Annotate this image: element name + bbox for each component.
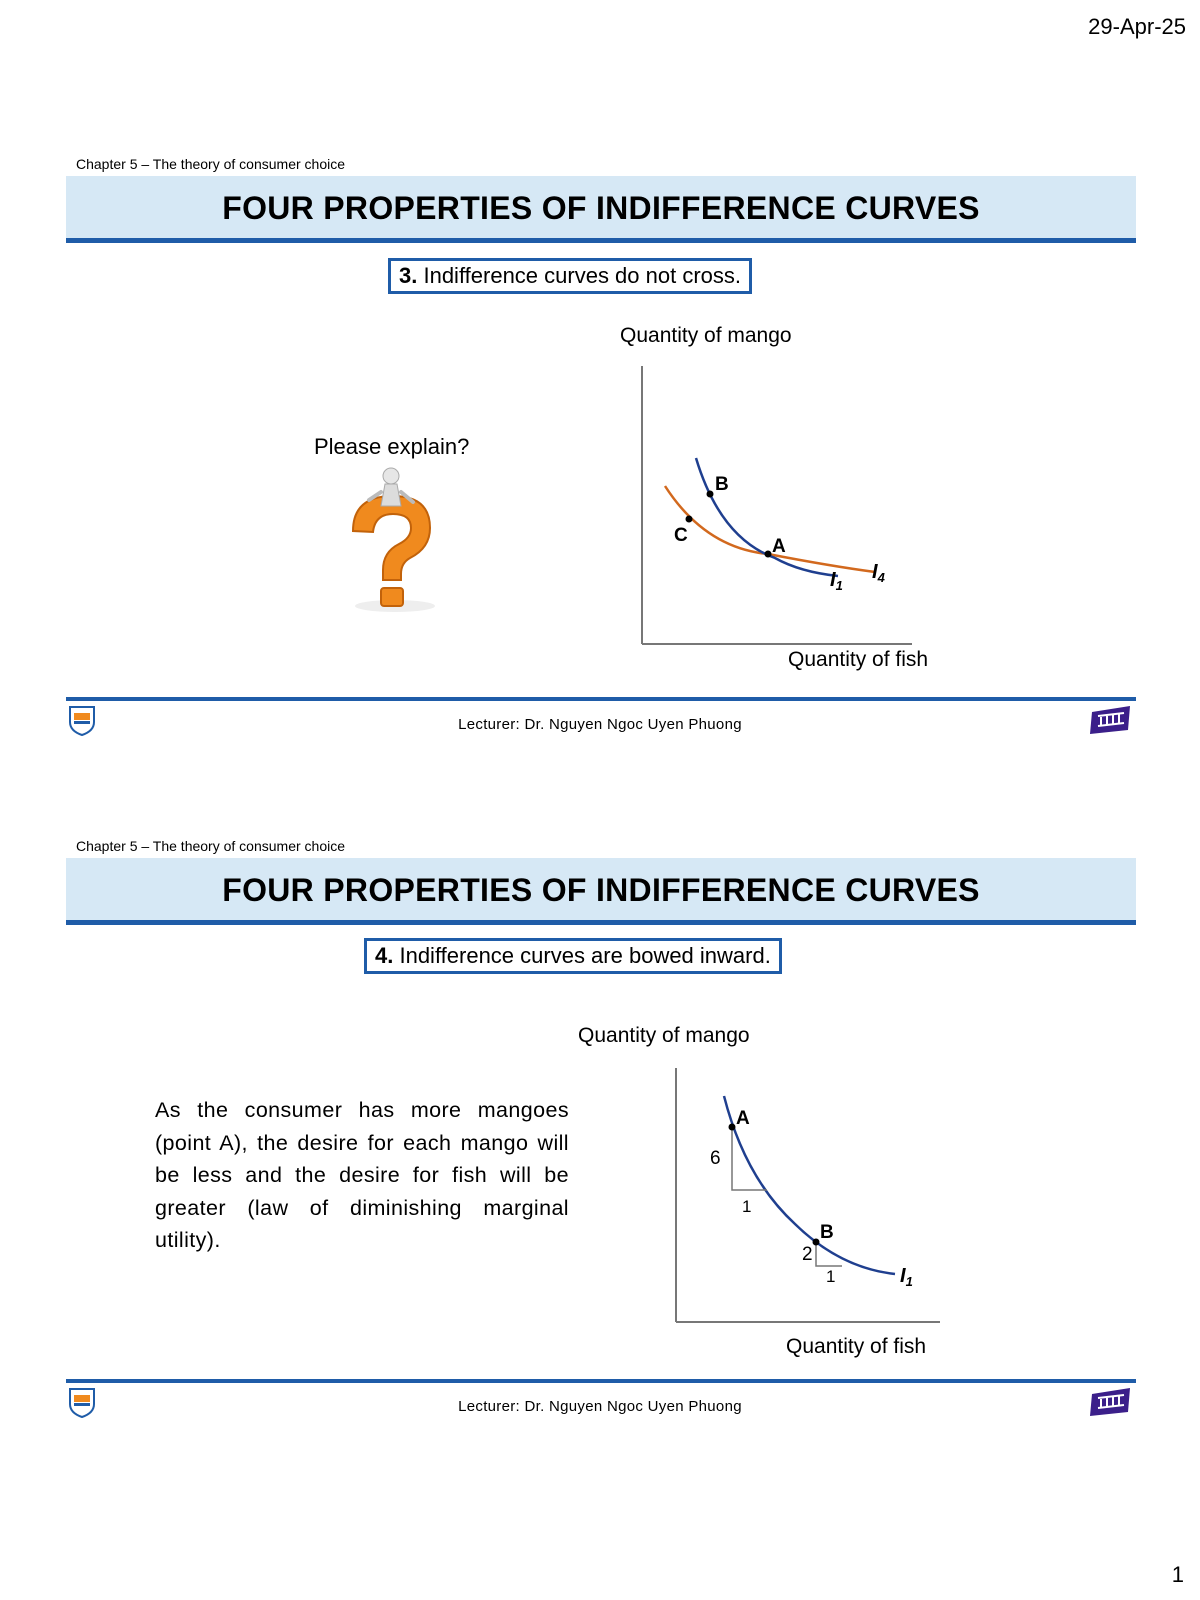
label-c: C — [674, 525, 688, 546]
page-date: 29-Apr-25 — [1088, 14, 1186, 39]
explanation-text: As the consumer has more mangoes (point … — [155, 1098, 569, 1252]
indifference-curves-cross-figure: Quantity of mango B C A I1 I4 Quantity o… — [620, 324, 928, 671]
triangle-b — [815, 1242, 842, 1267]
explain-prompt: Please explain? — [314, 434, 470, 459]
property-number: 4. — [375, 943, 394, 968]
curve-i1-label: I1 — [830, 569, 843, 593]
lecturer-credit: Lecturer: Dr. Nguyen Ngoc Uyen Phuong — [458, 1398, 742, 1415]
due-shield-logo — [69, 1388, 95, 1418]
building-logo — [1090, 706, 1130, 734]
slide-title: FOUR PROPERTIES OF INDIFFERENCE CURVES — [222, 872, 980, 908]
point-b — [812, 1238, 820, 1246]
triangle-a-rise: 6 — [710, 1148, 721, 1169]
y-axis-label: Quantity of mango — [578, 1024, 750, 1047]
triangle-a — [731, 1127, 767, 1191]
lecturer-credit: Lecturer: Dr. Nguyen Ngoc Uyen Phuong — [458, 716, 742, 733]
page-number: 1 — [1171, 1562, 1184, 1587]
chapter-label: Chapter 5 – The theory of consumer choic… — [76, 156, 346, 172]
footer-line — [66, 1379, 1136, 1383]
x-axis-label: Quantity of fish — [786, 1335, 926, 1358]
x-axis-label: Quantity of fish — [788, 648, 928, 671]
curve-i1-label: I1 — [900, 1265, 913, 1289]
slide-title: FOUR PROPERTIES OF INDIFFERENCE CURVES — [222, 190, 980, 226]
label-a: A — [736, 1108, 750, 1129]
point-c — [685, 515, 693, 523]
triangle-b-run: 1 — [826, 1267, 835, 1286]
triangle-a-run: 1 — [742, 1197, 751, 1216]
property-text: Indifference curves do not cross. — [417, 263, 742, 288]
triangle-b-rise: 2 — [802, 1244, 813, 1265]
due-shield-logo — [69, 706, 95, 736]
question-mark-figure-icon — [351, 467, 435, 612]
label-b: B — [715, 474, 729, 495]
curve-i1 — [722, 1095, 896, 1276]
label-b: B — [820, 1222, 834, 1243]
label-a: A — [772, 536, 786, 557]
title-banner: FOUR PROPERTIES OF INDIFFERENCE CURVES — [66, 858, 1136, 925]
slide-1: Chapter 5 – The theory of consumer choic… — [0, 156, 1200, 796]
y-axis-label: Quantity of mango — [620, 324, 792, 347]
property-box: 4. Indifference curves are bowed inward. — [364, 938, 782, 974]
footer-line — [66, 697, 1136, 701]
title-banner: FOUR PROPERTIES OF INDIFFERENCE CURVES — [66, 176, 1136, 243]
point-a — [764, 550, 772, 558]
curve-i4-label: I4 — [872, 561, 886, 585]
building-logo — [1090, 1388, 1130, 1416]
chapter-label: Chapter 5 – The theory of consumer choic… — [76, 838, 346, 854]
property-box: 3. Indifference curves do not cross. — [388, 258, 753, 294]
point-a — [728, 1123, 736, 1131]
property-text: Indifference curves are bowed inward. — [393, 943, 771, 968]
slide-2: Chapter 5 – The theory of consumer choic… — [0, 838, 1200, 1478]
property-number: 3. — [399, 263, 418, 288]
bowed-inward-figure: Quantity of mango A B 6 1 2 1 I1 Quantit… — [578, 1024, 940, 1358]
curve-i4 — [663, 485, 876, 574]
point-b — [706, 490, 714, 498]
